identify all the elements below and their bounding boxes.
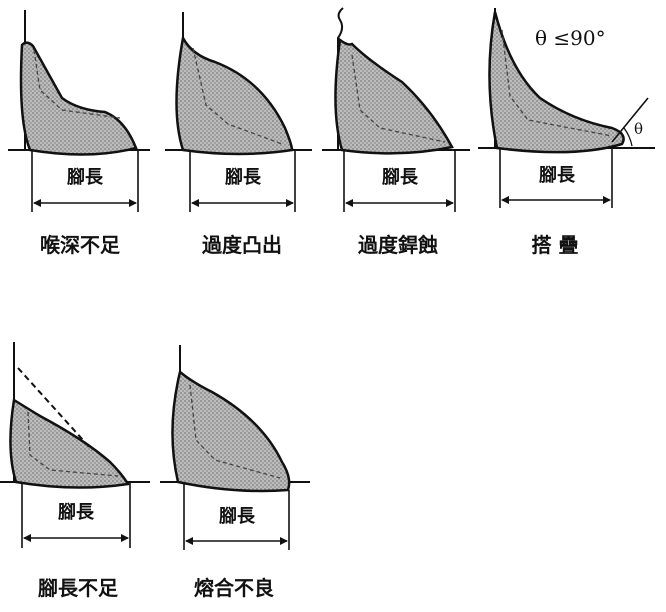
angle-line: [611, 97, 649, 143]
caption-poor-fusion: 熔合不良: [194, 576, 274, 600]
caption-insufficient-leg: 腳長不足: [38, 576, 119, 600]
weld-bead: [9, 397, 131, 489]
angle-arc: [623, 127, 633, 147]
weld-bead: [175, 34, 294, 156]
leg-label: 腳長: [225, 167, 262, 188]
throat-dashed-line: [33, 49, 121, 119]
caption-overlap: 搭 疊: [532, 233, 579, 257]
figure-excessive-undercut: 腳長 過度銲蝕: [322, 7, 470, 257]
figure-overlap: θ θ ≤90° 腳長 搭 疊: [478, 8, 655, 257]
vertical-plate: [337, 7, 344, 150]
overlap-angle-note: θ ≤90°: [535, 26, 606, 50]
weld-bead: [19, 41, 138, 156]
leg-label: 腳長: [67, 167, 104, 188]
undercut-dashed-line: [351, 54, 446, 143]
caption-excessive-convexity: 過度凸出: [202, 233, 282, 257]
leg-label: 腳長: [219, 506, 256, 527]
leg-label: 腳長: [58, 502, 95, 523]
figure-insufficient-leg: 腳長 腳長不足: [0, 342, 150, 600]
profile-dashed-line: [192, 47, 283, 145]
leg-dashed-line: [27, 411, 119, 477]
weld-bead: [488, 11, 625, 154]
required-profile-dashed: [17, 367, 93, 451]
leg-label: 腳長: [539, 165, 576, 186]
figure-insufficient-throat: 腳長 喉深不足: [8, 10, 150, 257]
caption-insufficient-throat: 喉深不足: [40, 233, 121, 257]
figure-poor-fusion: 腳長 熔合不良: [160, 345, 310, 600]
caption-excessive-undercut: 過度銲蝕: [358, 233, 438, 257]
weld-bead: [171, 369, 291, 493]
theta-symbol: θ: [634, 120, 643, 138]
weld-bead: [334, 37, 454, 155]
figure-excessive-convexity: 腳長 過度凸出: [165, 12, 312, 257]
leg-label: 腳長: [382, 167, 419, 188]
